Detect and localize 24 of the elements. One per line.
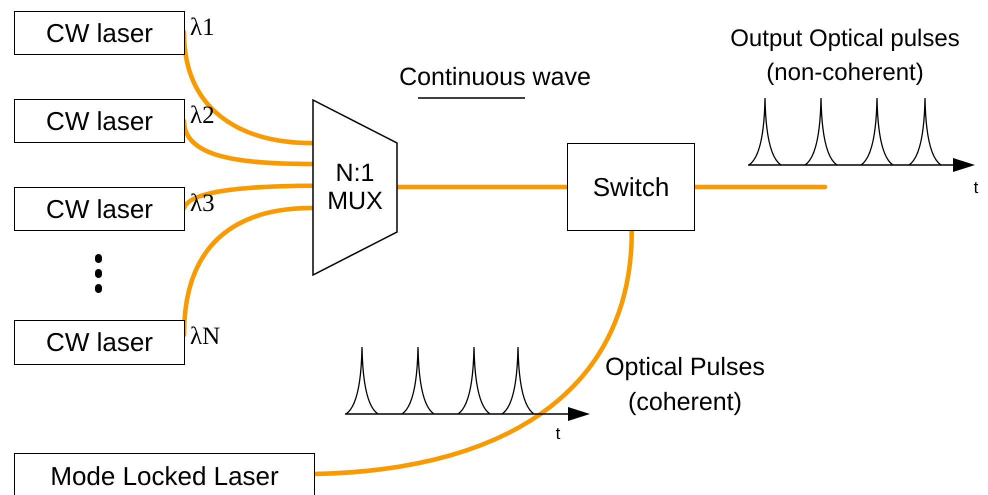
- switch-box: [567, 143, 695, 231]
- wavelength-label: λ2: [190, 102, 215, 130]
- node-label: CW laser: [46, 18, 153, 48]
- laser-box: [14, 187, 185, 231]
- node-label: CW laser: [46, 106, 153, 136]
- optical-fiber-line: [182, 30, 314, 146]
- axis-label: t: [554, 423, 562, 445]
- wavelength-label: λN: [190, 323, 220, 351]
- laser-box: [14, 11, 185, 55]
- node-label: Switch: [592, 172, 670, 202]
- laser-box: [14, 99, 185, 143]
- annotation-text: Optical Pulses (coherent): [604, 352, 766, 418]
- wavelength-label: λ1: [190, 14, 215, 42]
- node-label: CW laser: [46, 328, 153, 357]
- annotation-text: Continuous wave: [398, 62, 592, 93]
- optical-fiber-line: [182, 206, 314, 338]
- node-label: N:1 MUX: [326, 160, 384, 215]
- axis-label: t: [972, 177, 980, 199]
- node-label: CW laser: [46, 194, 153, 224]
- wavelength-label: λ3: [190, 190, 215, 218]
- laser-box: [14, 320, 185, 365]
- node-label: Mode Locked Laser: [50, 462, 279, 490]
- annotation-text: Output Optical pulses (non-coherent): [729, 24, 961, 88]
- laser-box: [14, 453, 315, 495]
